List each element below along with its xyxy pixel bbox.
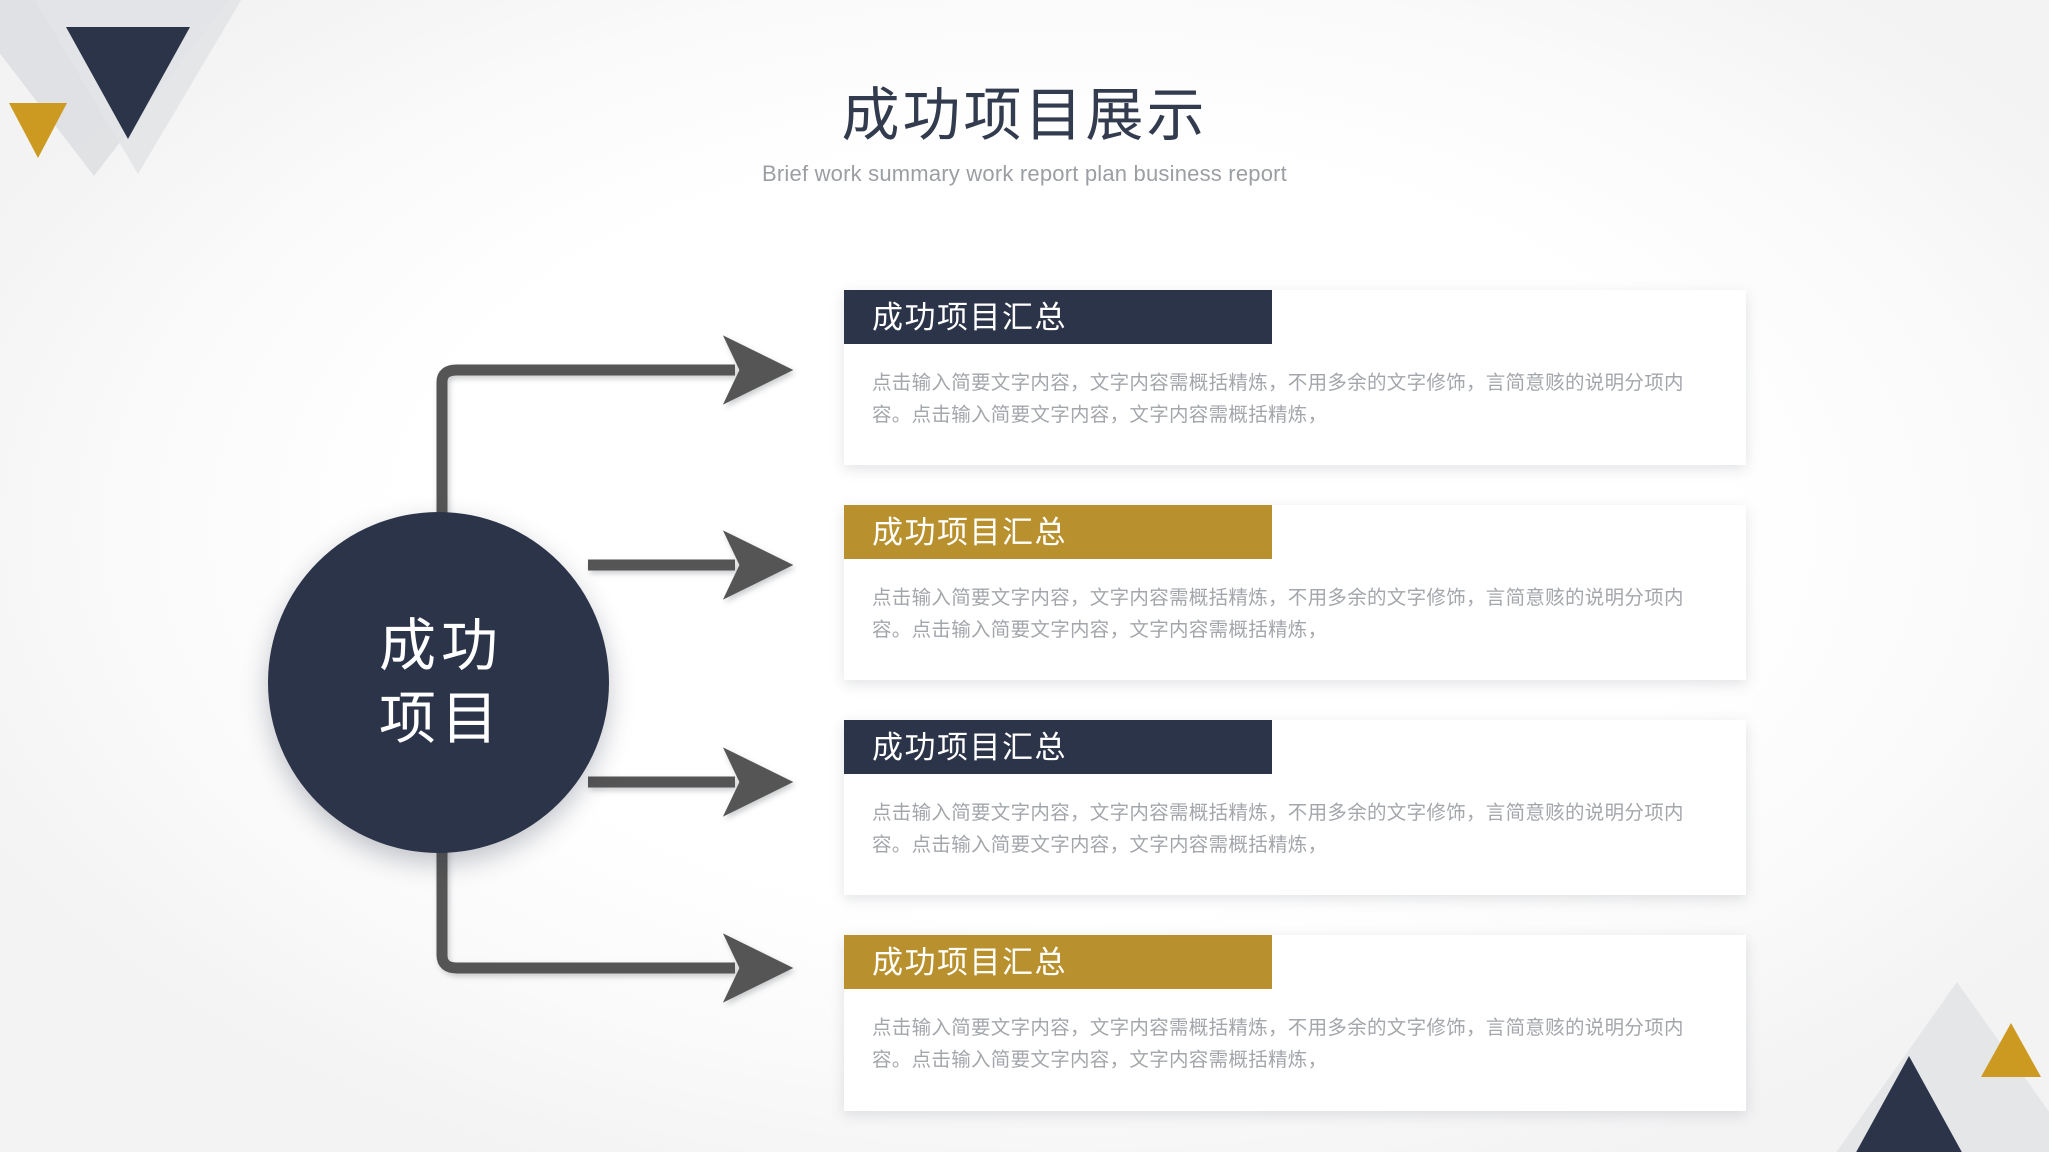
slide-header: 成功项目展示 Brief work summary work report pl… [0, 83, 2049, 187]
card-3-title: 成功项目汇总 [872, 729, 1067, 765]
card-2-header-bar: 成功项目汇总 [844, 505, 1272, 560]
card-1-title: 成功项目汇总 [872, 299, 1067, 335]
card-4-body: 点击输入简要文字内容，文字内容需概括精炼，不用多余的文字修饰，言简意赅的说明分项… [872, 1017, 1684, 1072]
center-hub-circle[interactable]: 成功 项目 [268, 512, 609, 853]
card-3-body: 点击输入简要文字内容，文字内容需概括精炼，不用多余的文字修饰，言简意赅的说明分项… [872, 802, 1684, 856]
card-2-title: 成功项目汇总 [872, 514, 1067, 550]
card-4[interactable]: 成功项目汇总 点击输入简要文字内容，文字内容需概括精炼，不用多余的文字修饰，言简… [844, 935, 1746, 1111]
card-3[interactable]: 成功项目汇总 点击输入简要文字内容，文字内容需概括精炼，不用多余的文字修饰，言简… [844, 720, 1746, 896]
arrow-elbow-up-to-card-1 [436, 335, 794, 540]
card-3-header-bar: 成功项目汇总 [844, 720, 1272, 775]
card-list: 成功项目汇总 点击输入简要文字内容，文字内容需概括精炼，不用多余的文字修饰，言简… [844, 290, 1746, 1111]
card-4-header-bar: 成功项目汇总 [844, 935, 1272, 990]
card-1-header-bar: 成功项目汇总 [844, 290, 1272, 344]
card-1-body: 点击输入简要文字内容，文字内容需概括精炼，不用多余的文字修饰，言简意赅的说明分项… [872, 372, 1684, 426]
page-subtitle: Brief work summary work report plan busi… [762, 160, 1287, 186]
page-title: 成功项目展示 [841, 83, 1208, 148]
card-2-body: 点击输入简要文字内容，文字内容需概括精炼，不用多余的文字修饰，言简意赅的说明分项… [872, 587, 1684, 641]
arrow-elbow-down-to-card-4 [436, 828, 794, 1003]
card-2[interactable]: 成功项目汇总 点击输入简要文字内容，文字内容需概括精炼，不用多余的文字修饰，言简… [844, 505, 1746, 681]
card-4-title: 成功项目汇总 [872, 944, 1067, 980]
hub-label-line-1: 成功 [379, 613, 503, 678]
hub-label-line-2: 项目 [379, 686, 503, 751]
card-1[interactable]: 成功项目汇总 点击输入简要文字内容，文字内容需概括精炼，不用多余的文字修饰，言简… [844, 290, 1746, 466]
